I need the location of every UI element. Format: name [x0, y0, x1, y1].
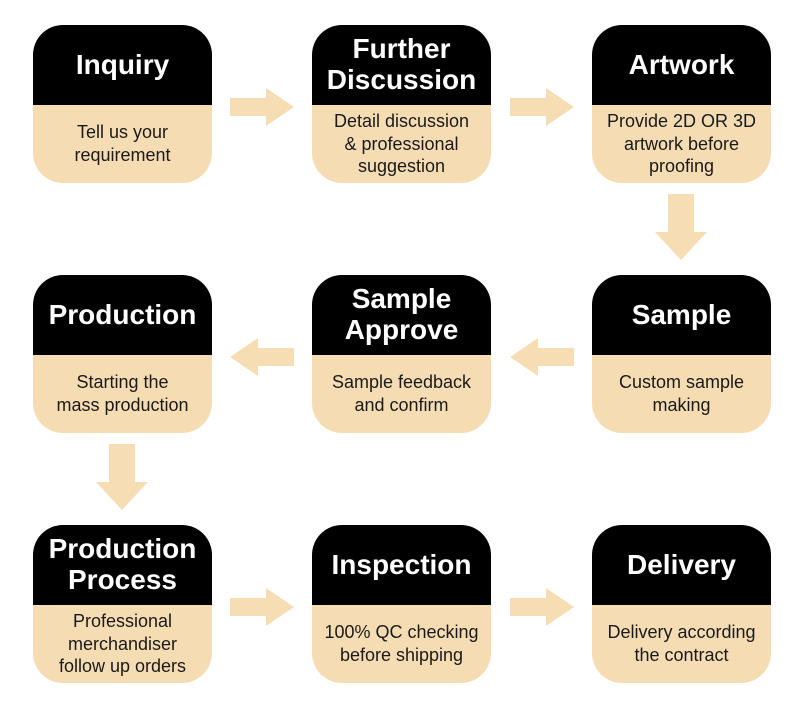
arrow-down-icon — [655, 194, 707, 260]
step-title: Delivery — [592, 525, 771, 605]
step-title: Sample — [592, 275, 771, 355]
step-card-inquiry: Inquiry Tell us your requirement — [33, 25, 212, 183]
arrow-right-icon — [510, 588, 574, 626]
arrow-right-icon — [230, 88, 294, 126]
step-card-sample: Sample Custom sample making — [592, 275, 771, 433]
step-description: Starting the mass production — [33, 355, 212, 433]
step-card-delivery: Delivery Delivery according the contract — [592, 525, 771, 683]
step-title: Further Discussion — [312, 25, 491, 105]
step-title: Inquiry — [33, 25, 212, 105]
step-card-production-process: Production Process Professional merchand… — [33, 525, 212, 683]
step-title: Inspection — [312, 525, 491, 605]
step-title: Production — [33, 275, 212, 355]
step-description: Tell us your requirement — [33, 105, 212, 183]
step-card-inspection: Inspection 100% QC checking before shipp… — [312, 525, 491, 683]
arrow-right-icon — [230, 588, 294, 626]
step-description: 100% QC checking before shipping — [312, 605, 491, 683]
arrow-down-icon — [96, 444, 148, 510]
step-card-production: Production Starting the mass production — [33, 275, 212, 433]
arrow-left-icon — [230, 338, 294, 376]
step-card-further-discussion: Further Discussion Detail discussion & p… — [312, 25, 491, 183]
step-title: Production Process — [33, 525, 212, 605]
arrow-left-icon — [510, 338, 574, 376]
step-description: Sample feedback and confirm — [312, 355, 491, 433]
step-card-sample-approve: Sample Approve Sample feedback and confi… — [312, 275, 491, 433]
step-description: Detail discussion & professional suggest… — [312, 105, 491, 183]
step-description: Provide 2D OR 3D artwork before proofing — [592, 105, 771, 183]
step-description: Professional merchandiser follow up orde… — [33, 605, 212, 683]
step-card-artwork: Artwork Provide 2D OR 3D artwork before … — [592, 25, 771, 183]
step-description: Custom sample making — [592, 355, 771, 433]
arrow-right-icon — [510, 88, 574, 126]
step-description: Delivery according the contract — [592, 605, 771, 683]
step-title: Artwork — [592, 25, 771, 105]
step-title: Sample Approve — [312, 275, 491, 355]
